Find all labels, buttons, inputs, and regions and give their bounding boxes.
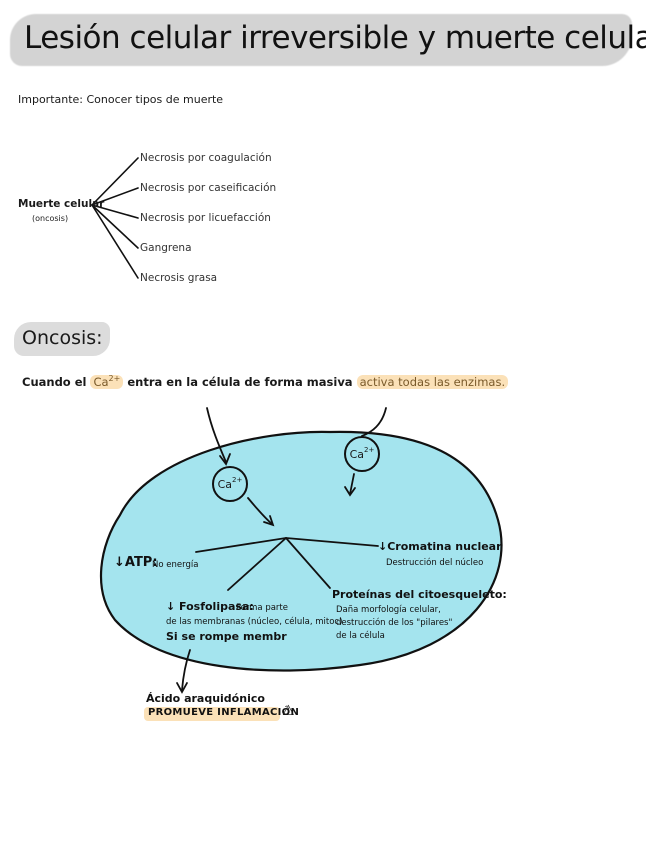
proteinas-label: Proteínas del citoesqueleto:: [332, 588, 507, 601]
important-note: Importante: Conocer tipos de muerte: [18, 93, 224, 106]
acido-label: Ácido araquidónico: [146, 692, 265, 705]
cromatina-label: ↓Cromatina nuclear: [378, 540, 502, 553]
intro-mid: entra en la célula de forma masiva: [127, 374, 353, 389]
oncosis-heading: Oncosis:: [22, 327, 103, 349]
se-rompe-label: Si se rompe membr: [166, 630, 287, 643]
proteinas-note-3: de la célula: [336, 631, 385, 641]
title-highlight-band: [10, 14, 632, 66]
fosfolipasa-note-2: de las membranas (núcleo, célula, mitoc): [166, 617, 343, 627]
proteinas-note-1: Daña morfología celular,: [336, 605, 441, 615]
branch-item: Necrosis por caseificación: [140, 182, 277, 194]
atp-label: ↓ATP:: [114, 555, 158, 570]
branch-item: Gangrena: [140, 242, 192, 254]
fosfolipasa-label: ↓ Fosfolipasa:: [166, 600, 254, 613]
ca-text: Ca: [93, 374, 109, 389]
page-title: Lesión celular irreversible y muerte cel…: [24, 20, 646, 56]
ca-ion-sup: 2+: [232, 476, 243, 484]
cromatina-note: Destrucción del núcleo: [386, 558, 484, 568]
muerte-celular-sub: (oncosis): [32, 214, 69, 223]
cell-body: [99, 430, 503, 672]
intro-pre: Cuando el: [22, 374, 87, 389]
muerte-celular-label: Muerte celular: [18, 198, 105, 210]
branch-item: Necrosis por coagulación: [140, 152, 272, 164]
oncosis-highlight-band: [14, 322, 110, 356]
ca-ion-label: Ca: [349, 447, 365, 461]
ca-ion-sup: 2+: [364, 446, 375, 454]
intro-highlight: activa todas las enzimas.: [356, 374, 509, 389]
fosfolipasa-note-1: Forma parte: [236, 603, 288, 613]
promueve-label: PROMUEVE INFLAMACIÓN: [148, 707, 300, 718]
branch-item: Necrosis por licuefacción: [140, 212, 271, 224]
atp-note: No energía: [152, 560, 199, 570]
ca-ion-label: Ca: [217, 477, 233, 491]
intro-ca: Ca2+: [90, 374, 124, 389]
ca-sup: 2+: [108, 374, 121, 383]
oncosis-intro: Cuando el Ca2+ entra en la célula de for…: [22, 374, 509, 389]
warning-icon: ⚠: [282, 703, 295, 719]
promueve-highlight: [144, 707, 280, 721]
proteinas-note-2: destrucción de los "pilares": [336, 618, 453, 628]
muerte-celular-branches: [91, 157, 139, 279]
branch-item: Necrosis grasa: [140, 272, 218, 284]
